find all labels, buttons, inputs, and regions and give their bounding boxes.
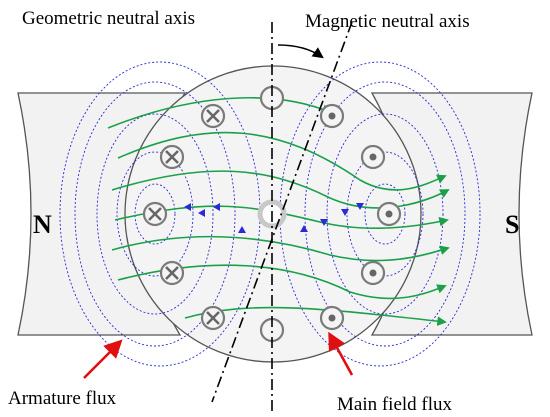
conductors-into-page — [142, 103, 226, 331]
geometric-neutral-axis-label: Geometric neutral axis — [22, 8, 195, 29]
conductor-dot — [360, 260, 386, 286]
armature-flux-label: Armature flux — [8, 388, 117, 409]
conductor-cross — [142, 201, 168, 227]
conductor-dot — [319, 103, 345, 129]
north-pole-letter: N — [33, 210, 52, 239]
conductor-cross — [159, 144, 185, 170]
flux-direction-markers — [184, 203, 364, 233]
armature-flux-pointer-arrow — [83, 339, 123, 379]
conductor-dot — [376, 201, 402, 227]
axis-shift-arrow — [277, 44, 324, 59]
south-pole-letter: S — [505, 210, 519, 239]
conductor-dot — [360, 144, 386, 170]
magnetic-neutral-axis-label: Magnetic neutral axis — [305, 11, 470, 32]
conductor-cross — [200, 103, 226, 129]
main-field-flux-lines — [107, 97, 450, 326]
main-field-flux-pointer-arrow — [328, 331, 354, 376]
conductor-dot — [319, 305, 345, 331]
magnetic-neutral-axis-line — [211, 21, 353, 403]
conductor-cross — [159, 260, 185, 286]
main-field-flux-label: Main field flux — [337, 394, 453, 415]
conductors-out-of-page — [319, 103, 402, 331]
conductor-cross — [200, 305, 226, 331]
